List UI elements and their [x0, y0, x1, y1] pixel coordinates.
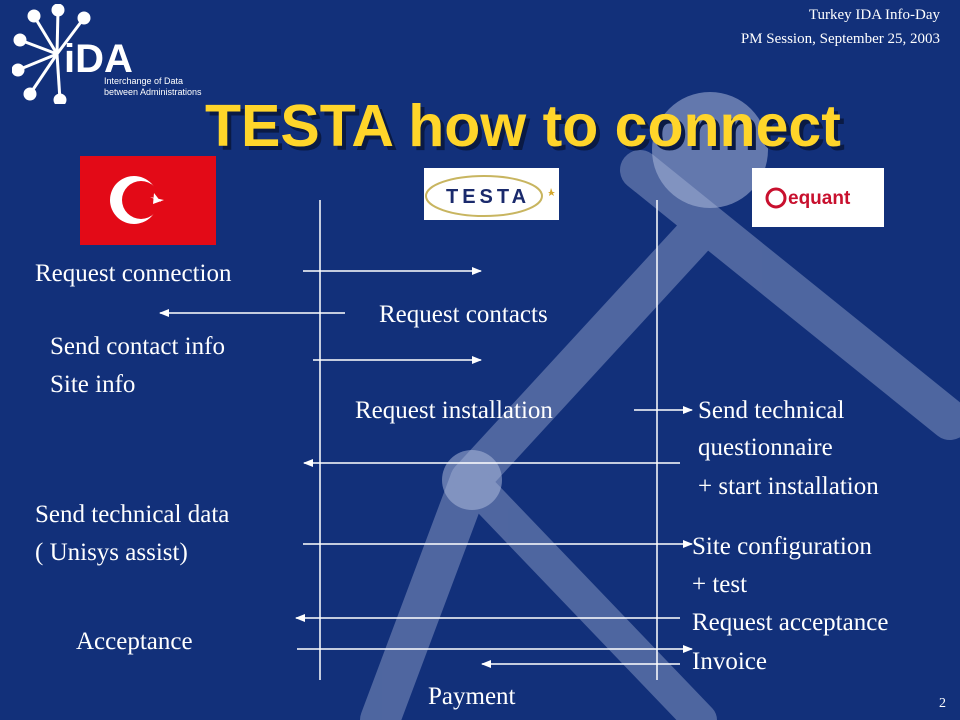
- header-session: PM Session, September 25, 2003: [740, 31, 940, 47]
- label-site-configuration: Site configuration: [692, 533, 872, 560]
- equant-logo: equant: [752, 168, 884, 227]
- label-unisys-assist: ( Unisys assist): [35, 539, 188, 566]
- ida-logo: iDA Interchange of Data between Administ…: [12, 4, 202, 104]
- page-number: 2: [939, 696, 946, 711]
- label-site-info: Site info: [50, 371, 136, 398]
- slide-title: TESTA how to connect: [205, 93, 841, 159]
- ida-tagline-2: between Administrations: [104, 87, 202, 97]
- label-acceptance: Acceptance: [76, 628, 193, 655]
- label-request-installation: Request installation: [355, 397, 553, 424]
- label-start-installation: + start installation: [698, 473, 879, 500]
- header-event: Turkey IDA Info-Day: [808, 7, 940, 23]
- label-request-connection: Request connection: [35, 260, 232, 287]
- ida-wordmark: iDA: [64, 37, 133, 81]
- ida-tagline-1: Interchange of Data: [104, 76, 183, 86]
- label-payment: Payment: [428, 683, 516, 710]
- label-request-acceptance: Request acceptance: [692, 609, 889, 636]
- turkey-flag-icon: [80, 156, 216, 245]
- label-plus-test: + test: [692, 571, 748, 598]
- label-send-contact-info: Send contact info: [50, 333, 225, 360]
- label-questionnaire: questionnaire: [698, 434, 833, 461]
- testa-wordmark: TESTA: [446, 186, 530, 208]
- testa-logo: TESTA: [424, 168, 559, 220]
- label-invoice: Invoice: [692, 648, 767, 675]
- label-send-technical: Send technical: [698, 397, 845, 424]
- equant-wordmark: equant: [788, 188, 851, 209]
- label-request-contacts: Request contacts: [379, 301, 548, 328]
- label-send-technical-data: Send technical data: [35, 501, 230, 528]
